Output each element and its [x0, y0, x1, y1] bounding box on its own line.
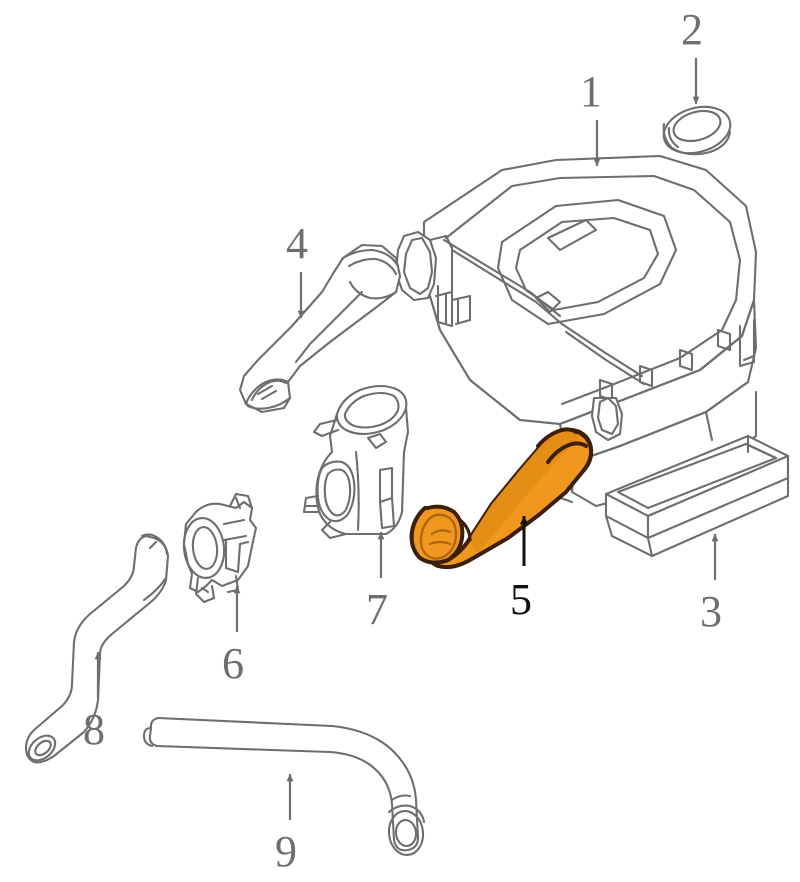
part-air-filter-element	[604, 434, 790, 558]
callout-label-1: 1	[580, 67, 602, 116]
callout-label-2: 2	[681, 5, 703, 54]
callout-arrows	[94, 58, 719, 820]
part-intake-grommet-seal	[662, 105, 732, 156]
part-turbo-inlet-elbow	[302, 384, 410, 540]
part-vacuum-hose-long	[142, 716, 426, 857]
callout-label-9: 9	[275, 827, 297, 876]
callout-label-8: 8	[83, 705, 105, 754]
part-air-cleaner-housing	[394, 154, 758, 508]
callout-label-4: 4	[286, 219, 308, 268]
callout-label-6: 6	[222, 639, 244, 688]
part-idle-air-control-valve	[182, 492, 258, 604]
part-air-intake-duct-upper	[238, 243, 402, 414]
callout-label-7: 7	[366, 585, 388, 634]
callout-label-3: 3	[700, 587, 722, 636]
callout-label-5: 5	[510, 575, 532, 624]
part-breather-hose-bent	[24, 533, 170, 764]
part-air-intake-hose-highlighted	[409, 427, 594, 570]
